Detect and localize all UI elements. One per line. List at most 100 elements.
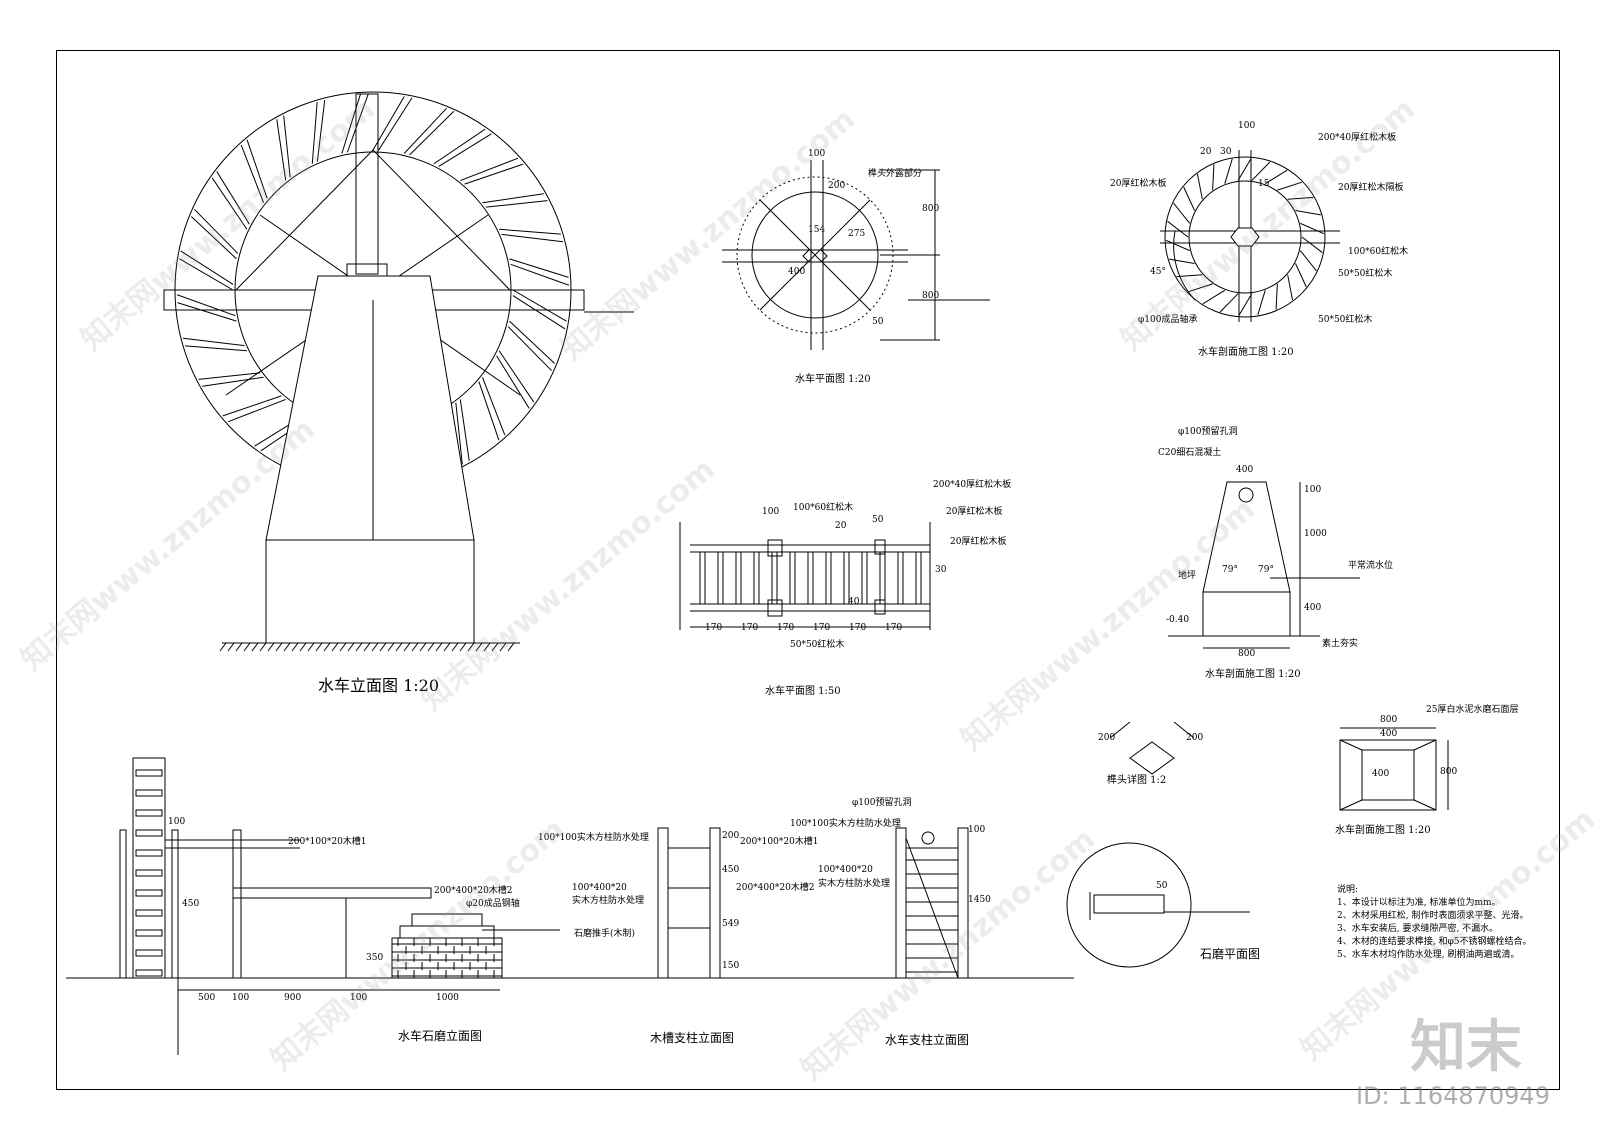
dim-plan-400: 400 xyxy=(788,267,806,277)
trough-slat xyxy=(843,551,850,605)
ground-hatch xyxy=(251,642,259,652)
note-board-20-plan-b: 20厚红松木板 xyxy=(950,537,1007,547)
trough-slat xyxy=(879,551,886,605)
dim-mid-100: 100 xyxy=(1304,485,1322,495)
ground-hatch xyxy=(371,642,379,652)
note-ground: 地坪 xyxy=(1178,571,1197,581)
dim-p50-30: 30 xyxy=(935,565,947,575)
ground-hatch xyxy=(355,642,363,652)
wheel-paddle xyxy=(222,395,282,417)
wheel-paddle xyxy=(509,320,556,364)
wheel-paddle xyxy=(341,94,361,154)
ladder-rung xyxy=(135,909,163,917)
section-paddle xyxy=(1295,263,1307,288)
note-tenon-exposed: 榫头外露部分 xyxy=(868,169,923,179)
wheel-paddle xyxy=(177,302,237,322)
ground-hatch xyxy=(443,642,451,652)
wheel-paddle xyxy=(485,200,548,208)
ladder-rung xyxy=(135,869,163,877)
wheel-paddle xyxy=(478,381,500,441)
dim-wcol-1450: 1450 xyxy=(968,895,991,905)
dim-plan-100: 100 xyxy=(808,149,826,159)
ground-hatch xyxy=(331,642,339,652)
ground-hatch xyxy=(419,642,427,652)
ladder-rung xyxy=(135,789,163,797)
ground-hatch xyxy=(507,642,515,652)
ground-hatch xyxy=(379,642,387,652)
dim-plan-800-b: 800 xyxy=(922,291,940,301)
notes-line-4: 4、木材的连结要求榫接, 和φ5不锈钢螺栓结合。 xyxy=(1337,937,1532,947)
ground-hatch xyxy=(219,642,227,652)
wheel-paddle xyxy=(182,337,245,347)
plan-wheel-120 xyxy=(722,160,990,350)
dim-plan-154: 154 xyxy=(808,225,826,235)
ground-hatch xyxy=(435,642,443,652)
wheel-paddle xyxy=(211,177,248,230)
dim-mid-79-a: 79° xyxy=(1222,565,1238,575)
trough-slat xyxy=(897,551,904,605)
wheel-paddle xyxy=(459,399,470,461)
dim-mid-400-b: 400 xyxy=(1304,603,1322,613)
note-timber-100x60: 100*60红松木 xyxy=(1348,247,1409,257)
title-section-mid: 水车剖面施工图 1:20 xyxy=(1205,669,1301,680)
section-paddle xyxy=(1238,293,1253,317)
ladder-rung xyxy=(135,829,163,837)
section-square xyxy=(1339,727,1449,811)
ladder-rung xyxy=(135,929,163,937)
note-board-20: 20厚红松木板 xyxy=(1110,179,1167,189)
ladder-rung xyxy=(135,889,163,897)
wheel-paddle xyxy=(216,171,250,225)
note-board-200x40-top: 200*40厚红松木板 xyxy=(1318,133,1397,143)
ground-hatch xyxy=(411,642,419,652)
image-id-text: ID: 1164870949 xyxy=(1356,1082,1550,1110)
section-paddle xyxy=(1187,283,1213,293)
ground-hatch xyxy=(315,642,323,652)
drawing-border xyxy=(56,50,1560,1090)
section-paddle xyxy=(1299,250,1317,272)
trough-slat xyxy=(789,551,796,605)
design-notes: 说明: 1、本设计以标注为准, 标准单位为mm。 2、木材采用红松, 制作时表面… xyxy=(1337,884,1531,962)
ground-hatch xyxy=(283,642,291,652)
wheel-paddle xyxy=(246,139,268,199)
wheel-paddle xyxy=(378,97,413,151)
note-handle: 石磨推手(木制) xyxy=(574,929,636,939)
dim-tenon-200-a: 200 xyxy=(1098,733,1116,743)
wheel-paddle xyxy=(512,295,566,330)
dim-p50-170-c: 170 xyxy=(777,623,795,633)
dim-p50-20: 20 xyxy=(835,521,847,531)
notes-line-5: 5、水车木材均作防水处理, 刷桐油两遍或清。 xyxy=(1337,950,1520,960)
wheel-paddle xyxy=(198,372,261,380)
section-wheel-top xyxy=(1160,150,1340,322)
section-paddle xyxy=(1224,158,1233,184)
dim-mid-minus040: -0.40 xyxy=(1166,615,1190,625)
dim-mid-800: 800 xyxy=(1238,649,1256,659)
dim-mid-1000: 1000 xyxy=(1304,529,1327,539)
dim-plan-275: 275 xyxy=(848,229,866,239)
wheel-paddle xyxy=(501,233,564,243)
title-trough-col: 木槽支柱立面图 xyxy=(650,1031,735,1045)
dim-mp-50: 50 xyxy=(1156,881,1168,891)
notes-line-3: 3、水车安装后, 要求缝隙严密, 不漏水。 xyxy=(1337,924,1499,934)
note-bearing: φ100成品轴承 xyxy=(1138,315,1198,325)
ladder-rung xyxy=(135,809,163,817)
ground-hatch xyxy=(235,642,243,652)
note-trough1-b: 200*100*20木槽1 xyxy=(740,837,819,847)
notes-line-1: 1、本设计以标注为准, 标准单位为mm。 xyxy=(1337,898,1501,908)
trough-slat xyxy=(753,551,760,605)
ladder-rung xyxy=(135,969,163,977)
section-paddle xyxy=(1176,274,1203,278)
wheel-paddle xyxy=(316,99,326,162)
dim-mid-400: 400 xyxy=(1236,465,1254,475)
dim-sec-100: 100 xyxy=(1238,121,1256,131)
note-partition-20: 20厚红松木隔板 xyxy=(1338,183,1404,193)
dim-bot-100: 100 xyxy=(168,817,186,827)
wheel-paddle xyxy=(283,115,291,178)
note-trough2: 200*400*20木槽2 xyxy=(434,886,513,896)
note-bar-100x400-b: 100*400*20 xyxy=(818,865,873,875)
ground-hatch xyxy=(275,642,283,652)
dim-sq-400-v: 400 xyxy=(1372,769,1390,779)
note-wood-100x60: 100*60红松木 xyxy=(793,503,854,513)
dim-sq-400: 400 xyxy=(1380,729,1398,739)
section-paddle xyxy=(1275,283,1278,310)
